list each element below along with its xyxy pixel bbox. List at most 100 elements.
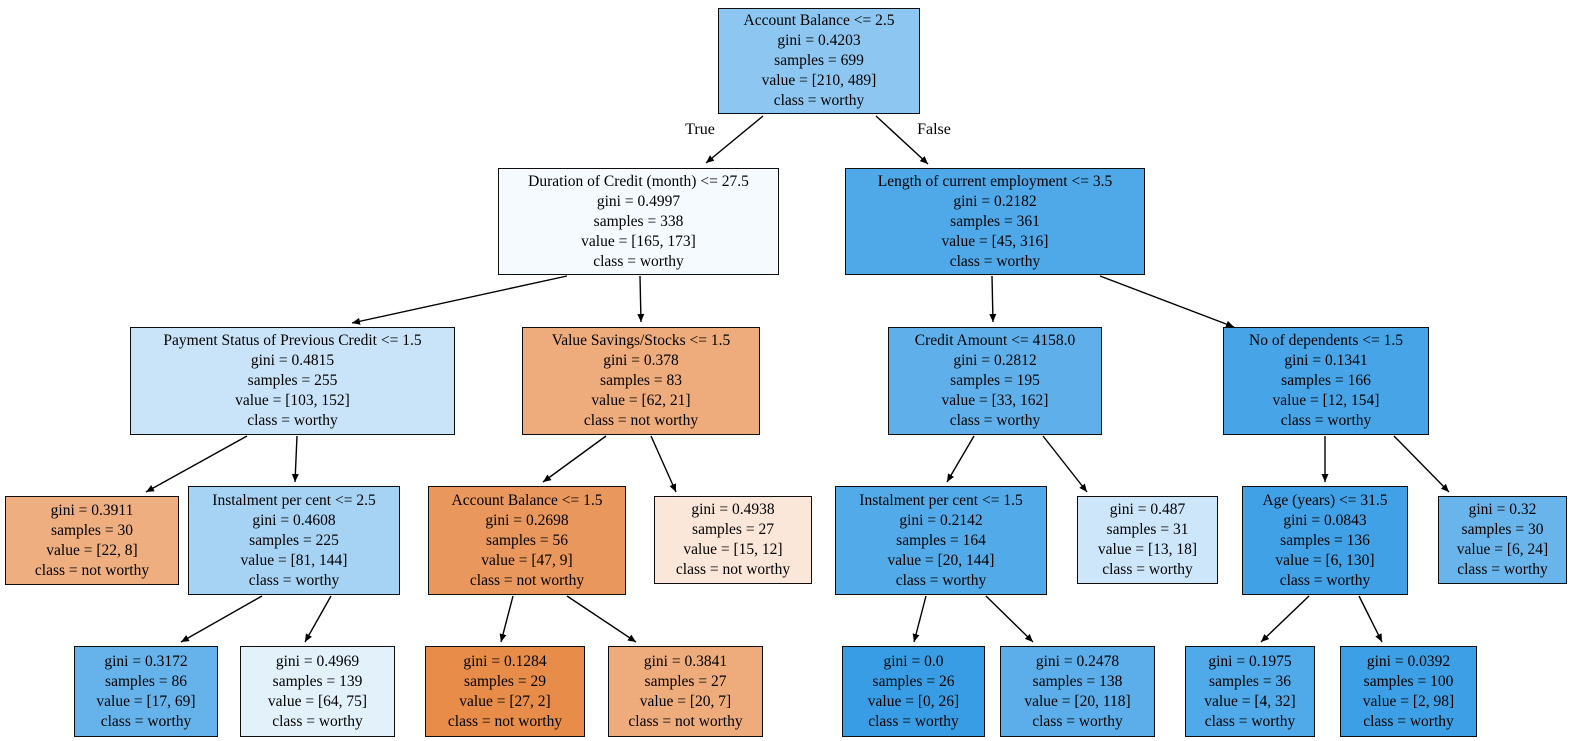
node-samples: samples = 361 xyxy=(950,212,1040,230)
node-value: value = [4, 32] xyxy=(1204,692,1296,710)
tree-node-instalment-per-cent-15: Instalment per cent <= 1.5 gini = 0.2142… xyxy=(835,486,1047,595)
node-gini: gini = 0.32 xyxy=(1468,501,1537,518)
node-value: value = [15, 12] xyxy=(683,541,783,558)
node-class: class = worthy xyxy=(1363,712,1454,730)
node-class: class = worthy xyxy=(868,712,959,730)
node-class: class = worthy xyxy=(895,571,987,589)
edge-instalment25-right xyxy=(304,595,332,643)
tree-leaf-age-right: gini = 0.0392 samples = 100 value = [2, … xyxy=(1340,646,1477,737)
node-value: value = [17, 69] xyxy=(96,692,196,710)
tree-node-instalment-per-cent-25: Instalment per cent <= 2.5 gini = 0.4608… xyxy=(188,486,400,595)
node-samples: samples = 136 xyxy=(1280,531,1370,549)
edge-instalment15-left xyxy=(912,595,927,643)
node-value: value = [81, 144] xyxy=(240,551,348,569)
tree-leaf-accountbalance15-left: gini = 0.1284 samples = 29 value = [27, … xyxy=(425,646,585,737)
node-value: value = [2, 98] xyxy=(1362,692,1455,710)
node-split-condition: Length of current employment <= 3.5 xyxy=(877,172,1113,190)
tree-leaf-payment-left: gini = 0.3911 samples = 30 value = [22, … xyxy=(5,496,179,585)
tree-node-age-years: Age (years) <= 31.5 gini = 0.0843 sample… xyxy=(1242,486,1408,595)
node-class: class = worthy xyxy=(949,412,1041,429)
node-class: class = worthy xyxy=(248,571,340,589)
node-split-condition: Value Savings/Stocks <= 1.5 xyxy=(551,332,731,349)
node-split-condition: Age (years) <= 31.5 xyxy=(1262,491,1388,509)
tree-node-duration-of-credit: Duration of Credit (month) <= 27.5 gini … xyxy=(498,168,779,275)
node-gini: gini = 0.1341 xyxy=(1284,352,1368,369)
node-class: class = worthy xyxy=(1032,712,1123,730)
tree-leaf-dependents-right: gini = 0.32 samples = 30 value = [6, 24]… xyxy=(1438,496,1567,584)
node-class: class = worthy xyxy=(593,252,684,270)
node-samples: samples = 699 xyxy=(774,52,864,69)
node-gini: gini = 0.3172 xyxy=(104,652,188,670)
node-samples: samples = 36 xyxy=(1209,672,1291,690)
node-gini: gini = 0.2812 xyxy=(953,352,1037,369)
node-gini: gini = 0.0 xyxy=(883,652,944,670)
node-split-condition: Instalment per cent <= 1.5 xyxy=(859,491,1023,509)
node-gini: gini = 0.1975 xyxy=(1208,652,1292,670)
node-split-condition: Instalment per cent <= 2.5 xyxy=(212,491,376,509)
edge-duration-right xyxy=(637,275,645,323)
edge-creditamount-right xyxy=(1042,435,1088,493)
node-samples: samples = 56 xyxy=(486,531,568,549)
node-samples: samples = 338 xyxy=(593,212,684,230)
node-class: class = worthy xyxy=(272,712,363,730)
node-class: class = worthy xyxy=(1279,571,1371,589)
edge-label-false: False xyxy=(917,121,951,138)
node-split-condition: Payment Status of Previous Credit <= 1.5 xyxy=(163,332,422,349)
node-samples: samples = 139 xyxy=(272,672,363,690)
node-samples: samples = 26 xyxy=(872,672,955,690)
node-value: value = [62, 21] xyxy=(591,392,691,409)
node-value: value = [27, 2] xyxy=(459,692,551,710)
edge-age-left xyxy=(1260,595,1310,643)
node-value: value = [210, 489] xyxy=(761,72,877,89)
node-gini: gini = 0.487 xyxy=(1109,501,1186,518)
tree-leaf-instalment15-left: gini = 0.0 samples = 26 value = [0, 26] … xyxy=(842,646,985,737)
node-gini: gini = 0.0392 xyxy=(1366,652,1451,670)
edge-payment-right xyxy=(291,435,299,483)
node-class: class = not worthy xyxy=(447,712,563,730)
node-gini: gini = 0.4815 xyxy=(250,352,335,369)
node-samples: samples = 30 xyxy=(51,521,133,539)
node-samples: samples = 27 xyxy=(644,672,727,690)
edge-instalment25-left xyxy=(180,595,263,643)
edge-employment-right xyxy=(1099,275,1235,328)
node-samples: samples = 225 xyxy=(249,531,339,549)
node-split-condition: Duration of Credit (month) <= 27.5 xyxy=(528,172,749,190)
node-class: class = not worthy xyxy=(469,571,585,589)
node-gini: gini = 0.2478 xyxy=(1035,652,1120,670)
edge-duration-left xyxy=(351,275,568,325)
node-samples: samples = 31 xyxy=(1106,521,1189,538)
node-gini: gini = 0.4608 xyxy=(252,511,336,529)
node-value: value = [12, 154] xyxy=(1272,392,1380,409)
edge-savings-left xyxy=(542,435,607,483)
node-value: value = [47, 9] xyxy=(481,551,573,569)
tree-node-value-savings: Value Savings/Stocks <= 1.5 gini = 0.378… xyxy=(522,327,760,435)
tree-leaf-age-left: gini = 0.1975 samples = 36 value = [4, 3… xyxy=(1185,646,1315,737)
node-class: class = worthy xyxy=(949,252,1041,270)
node-gini: gini = 0.2182 xyxy=(953,192,1037,210)
node-value: value = [20, 118] xyxy=(1024,692,1131,710)
node-value: value = [33, 162] xyxy=(941,392,1049,409)
tree-node-no-of-dependents: No of dependents <= 1.5 gini = 0.1341 sa… xyxy=(1223,327,1429,435)
tree-leaf-accountbalance15-right: gini = 0.3841 samples = 27 value = [20, … xyxy=(608,646,763,737)
node-class: class = worthy xyxy=(100,712,192,730)
node-samples: samples = 29 xyxy=(464,672,546,690)
tree-node-account-balance-15: Account Balance <= 1.5 gini = 0.2698 sam… xyxy=(428,486,626,595)
tree-node-length-of-employment: Length of current employment <= 3.5 gini… xyxy=(845,168,1145,275)
node-gini: gini = 0.378 xyxy=(603,352,679,369)
edge-instalment15-right xyxy=(985,595,1034,643)
node-samples: samples = 138 xyxy=(1032,672,1123,690)
node-class: class = not worthy xyxy=(675,561,791,578)
node-samples: samples = 27 xyxy=(692,521,774,538)
node-value: value = [45, 316] xyxy=(941,232,1049,250)
node-gini: gini = 0.2142 xyxy=(899,511,983,529)
node-samples: samples = 166 xyxy=(1281,372,1371,389)
edge-age-right xyxy=(1358,595,1383,643)
node-class: class = not worthy xyxy=(583,412,699,429)
node-samples: samples = 83 xyxy=(600,372,682,389)
node-class: class = worthy xyxy=(1102,561,1193,578)
node-class: class = not worthy xyxy=(628,712,743,730)
node-class: class = worthy xyxy=(1280,412,1372,429)
edge-savings-right xyxy=(650,435,677,493)
node-split-condition: Credit Amount <= 4158.0 xyxy=(914,332,1076,349)
